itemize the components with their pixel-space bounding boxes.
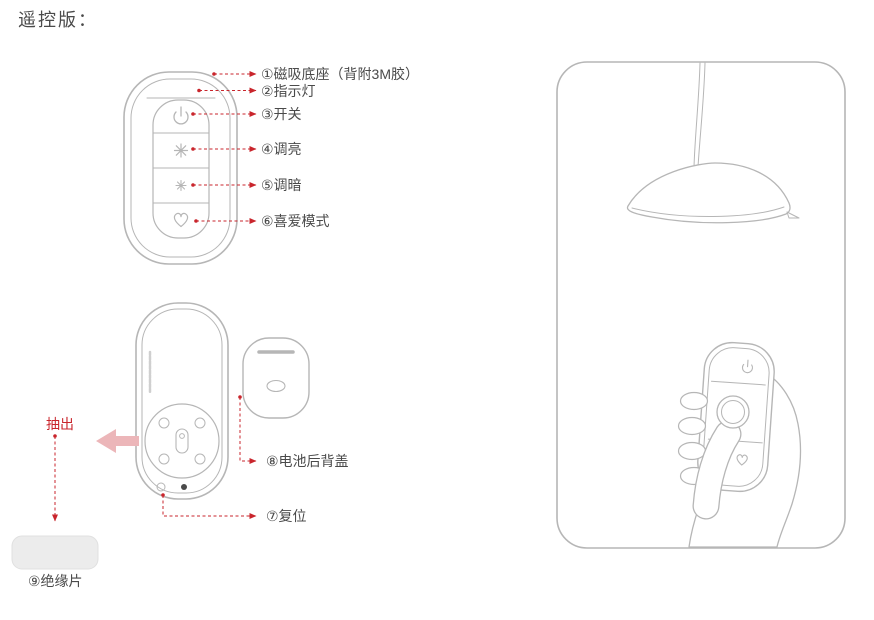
battery-door-circle bbox=[144, 403, 220, 479]
reset-hole bbox=[156, 482, 166, 492]
panel-border bbox=[556, 61, 846, 549]
callout-label-indicator: ②指示灯 bbox=[261, 83, 316, 99]
button-panel bbox=[152, 99, 210, 239]
brightness-down-icon bbox=[175, 179, 187, 192]
brightness-up-icon bbox=[173, 143, 189, 158]
pull-out-arrow bbox=[96, 429, 139, 453]
usage-panel bbox=[556, 61, 846, 549]
callout-label-reset: ⑦复位 bbox=[266, 508, 307, 524]
thumb-nail bbox=[721, 400, 745, 424]
callout-label-power: ③开关 bbox=[261, 106, 302, 122]
heart-icon bbox=[173, 212, 189, 228]
back-callout-lines bbox=[52, 395, 257, 522]
thumb bbox=[692, 395, 750, 520]
pendant-lamp-illustration bbox=[626, 62, 800, 224]
hand-with-remote-illustration bbox=[677, 341, 802, 548]
held-heart-icon bbox=[736, 454, 748, 466]
fingers bbox=[677, 391, 709, 486]
battery-latch bbox=[175, 428, 189, 454]
led-dot bbox=[181, 484, 187, 490]
held-power-icon bbox=[741, 359, 753, 374]
front-callout-lines bbox=[191, 71, 257, 224]
callout-label-insulation: ⑨绝缘片 bbox=[28, 573, 83, 589]
callout-label-magnetic-base: ①磁吸底座（背附3M胶） bbox=[261, 66, 419, 82]
callout-label-brighten: ④调亮 bbox=[261, 141, 302, 157]
insulation-sheet-illustration bbox=[11, 535, 99, 570]
power-icon bbox=[173, 106, 189, 125]
lampshade bbox=[626, 162, 791, 224]
page-title: 遥控版： bbox=[18, 10, 98, 31]
callout-label-dim: ⑤调暗 bbox=[261, 177, 302, 193]
callout-label-favorite: ⑥喜爱模式 bbox=[261, 213, 330, 229]
remote-front-illustration bbox=[123, 71, 238, 265]
callout-label-battery-cover: ⑧电池后背盖 bbox=[266, 453, 349, 469]
battery-cover-illustration bbox=[242, 337, 310, 419]
pull-out-label: 抽出 bbox=[46, 416, 74, 432]
remote-back-illustration bbox=[135, 302, 229, 500]
